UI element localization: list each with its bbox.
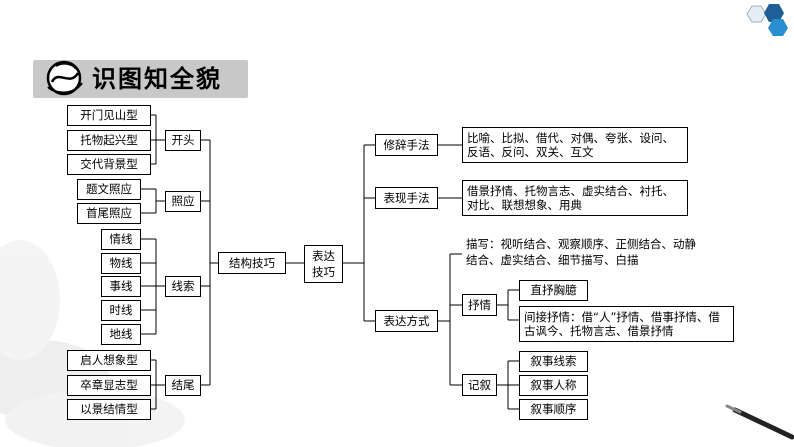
hexagon-cluster-icon (746, 4, 788, 36)
item-lyric-direct: 直抒胸臆 (519, 280, 588, 301)
item-open-allegory: 托物起兴型 (67, 130, 151, 151)
item-clue-emotion: 情线 (101, 229, 141, 250)
describe-text: 描写：视听结合、观察顺序、正侧结合、动静结合、虚实结合、细节描写、白描 (466, 237, 696, 267)
item-narrate-order: 叙事顺序 (519, 399, 588, 420)
node-root: 表达技巧 (304, 245, 343, 283)
item-open-background: 交代背景型 (67, 154, 151, 175)
brush-icon (725, 404, 794, 440)
item-lyric-indirect: 间接抒情：借“人”抒情、借事抒情、借古讽今、托物言志、借景抒情 (519, 306, 734, 342)
node-structure: 结构技巧 (218, 252, 286, 274)
node-lyric: 抒情 (462, 294, 497, 316)
item-end-scene: 以景结情型 (67, 399, 151, 420)
globe-swirl-icon (46, 60, 83, 96)
node-opening: 开头 (165, 130, 201, 151)
item-echo-ends: 首尾照应 (77, 203, 141, 224)
item-end-imagine: 启人想象型 (67, 350, 151, 371)
detail-rhetoric: 比喻、比拟、借代、对偶、夸张、设问、反语、反问、双关、互文 (462, 127, 688, 163)
item-clue-object: 物线 (101, 253, 141, 274)
detail-describe: 描写：视听结合、观察顺序、正侧结合、动静结合、虚实结合、细节描写、白描 (466, 237, 706, 268)
node-ending: 结尾 (165, 375, 201, 396)
node-clue: 线索 (165, 276, 201, 297)
root-label: 表达技巧 (312, 248, 335, 279)
node-expression: 表现手法 (375, 187, 438, 209)
item-clue-time: 时线 (101, 300, 141, 321)
item-narrate-person: 叙事人称 (519, 375, 588, 396)
item-clue-place: 地线 (101, 324, 141, 345)
page-title: 识图知全貌 (92, 65, 222, 93)
node-rhetoric: 修辞手法 (375, 134, 438, 156)
node-echo: 照应 (165, 191, 201, 212)
item-open-direct: 开门见山型 (67, 105, 151, 126)
item-end-reveal: 卒章显志型 (67, 375, 151, 396)
item-echo-title: 题文照应 (77, 179, 141, 200)
node-mode: 表达方式 (375, 310, 438, 332)
detail-expression: 借景抒情、托物言志、虚实结合、衬托、对比、联想想象、用典 (462, 180, 688, 216)
node-narrate: 记叙 (462, 374, 497, 396)
item-narrate-clue: 叙事线索 (519, 351, 588, 372)
item-clue-event: 事线 (101, 276, 141, 297)
